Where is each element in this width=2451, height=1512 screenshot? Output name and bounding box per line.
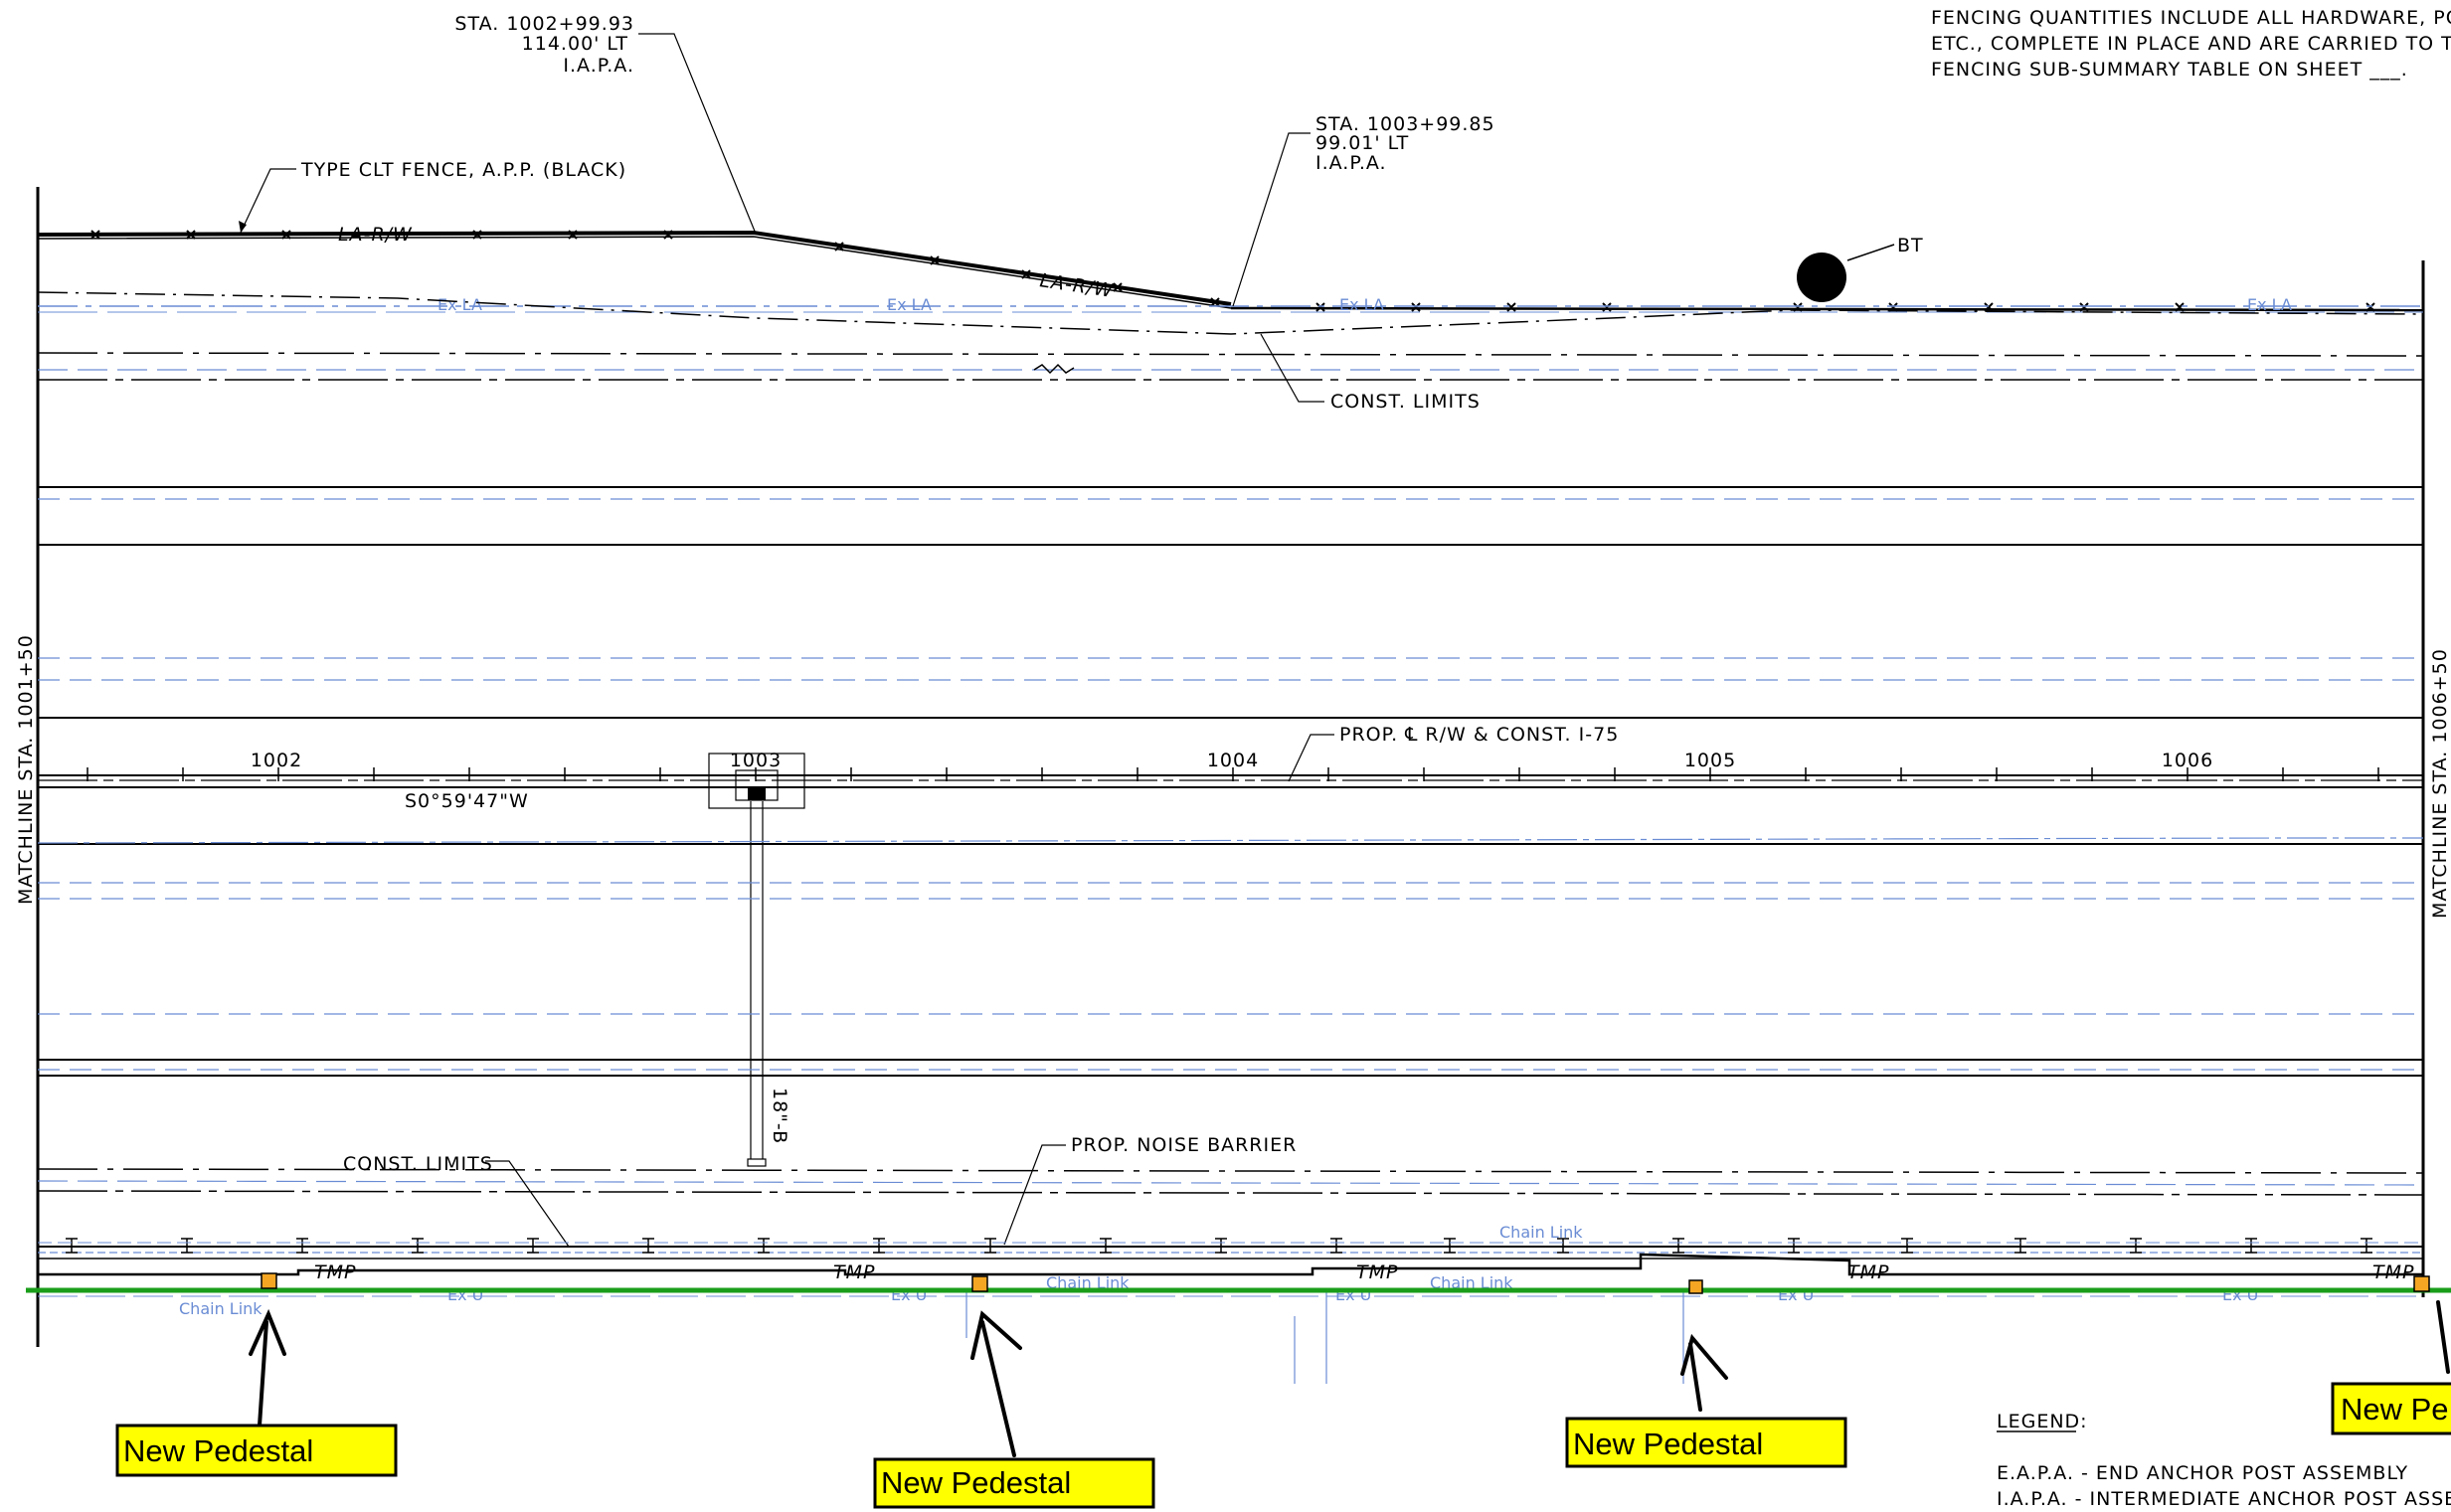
ex-la-label-2: Ex LA [887, 295, 932, 314]
pedestal-marker-1 [261, 1272, 277, 1289]
const-limit-line-bottom [37, 1168, 2424, 1174]
tmp-line: TMP TMP TMP TMP TMP [38, 1253, 2423, 1283]
station-callout-2: STA. 1003+99.85 99.01' LT I.A.P.A. [1232, 113, 1495, 307]
const-limit-line-top [37, 352, 2424, 357]
tmp-label-3: TMP [1356, 1261, 1398, 1283]
callout-box-1-label: New Pedestal [123, 1433, 313, 1468]
station-1006: 1006 [2162, 750, 2213, 771]
pipe-18in: 18"-B [708, 753, 805, 1167]
callout-box-4: New Pe [2331, 1382, 2451, 1435]
bt-label: BT [1897, 235, 1924, 256]
tmp-label-1: TMP [314, 1261, 356, 1283]
fence-post-marks [90, 230, 1220, 307]
break-symbol [1033, 363, 1075, 375]
station-1005: 1005 [1684, 750, 1736, 771]
pipe-label: 18"-B [769, 1088, 790, 1144]
legend-title: LEGEND: [1997, 1411, 2088, 1432]
const-limits-top-label: CONST. LIMITS [1330, 391, 1481, 413]
general-notes: FENCING QUANTITIES INCLUDE ALL HARDWARE,… [1931, 7, 2451, 81]
station-1004: 1004 [1207, 750, 1259, 771]
centerline-label: PROP. ℄ R/W & CONST. I-75 [1339, 724, 1619, 746]
callout-box-2: New Pedestal [873, 1457, 1155, 1509]
chain-link-label-1: Chain Link [179, 1299, 263, 1318]
callout1-line3: I.A.P.A. [563, 55, 634, 77]
ex-la-label-1: Ex LA [438, 295, 482, 314]
const-limits-bottom-label: CONST. LIMITS [343, 1153, 493, 1175]
property-line [37, 291, 2424, 335]
callout-box-2-label: New Pedestal [881, 1465, 1071, 1500]
note-line-3: FENCING SUB-SUMMARY TABLE ON SHEET ___. [1931, 59, 2408, 81]
callout-box-4-label: New Pe [2341, 1392, 2449, 1427]
matchline-right-label: MATCHLINE STA. 1006+50 [2429, 648, 2451, 919]
bearing-label: S0°59'47"W [405, 790, 529, 812]
ex-la-label-3: Ex LA [1339, 295, 1384, 314]
callout2-line1: STA. 1003+99.85 [1315, 113, 1495, 135]
note-line-2: ETC., COMPLETE IN PLACE AND ARE CARRIED … [1931, 33, 2451, 55]
fence-type-label: TYPE CLT FENCE, A.P.P. (BLACK) [300, 159, 626, 181]
callout-box-3: New Pedestal [1565, 1417, 1847, 1468]
la-rw-label-1: LA-R/W [338, 224, 413, 246]
callout2-line3: I.A.P.A. [1315, 152, 1387, 174]
pedestal-marker-3 [1688, 1279, 1703, 1294]
centerline: 1002 1003 1004 1005 1006 S0°59'47"W [38, 750, 2423, 812]
matchline-left-label: MATCHLINE STA. 1001+50 [15, 634, 37, 905]
chain-link-label-2: Chain Link [1046, 1273, 1130, 1292]
pedestal-marker-4 [2413, 1275, 2430, 1292]
callout1-line2: 114.00' LT [522, 33, 628, 55]
legend: LEGEND: E.A.P.A. - END ANCHOR POST ASSEM… [1997, 1411, 2451, 1510]
noise-barrier-label: PROP. NOISE BARRIER [1071, 1134, 1297, 1156]
pedestal-arrows [249, 1300, 2450, 1457]
ex-la-label-4: Ex LA [2247, 295, 2292, 314]
note-line-1: FENCING QUANTITIES INCLUDE ALL HARDWARE,… [1931, 7, 2451, 29]
bt-marker [1797, 252, 1846, 302]
callout1-line1: STA. 1002+99.93 [454, 13, 634, 35]
chain-link-label-3: Chain Link [1430, 1273, 1513, 1292]
chain-link-label-4: Chain Link [1499, 1223, 1583, 1242]
callout-box-3-label: New Pedestal [1573, 1427, 1763, 1461]
callout-box-1: New Pedestal [115, 1424, 398, 1477]
station-1003: 1003 [730, 750, 782, 771]
noise-barrier [38, 1238, 2423, 1260]
legend-entry-1: E.A.P.A. - END ANCHOR POST ASSEMBLY [1997, 1462, 2408, 1484]
fence-line: LA-R/W LA-R/W [37, 224, 2424, 312]
tmp-label-5: TMP [2372, 1261, 2414, 1283]
callout2-line2: 99.01' LT [1315, 132, 1409, 154]
tmp-label-2: TMP [833, 1261, 875, 1283]
legend-entry-2: I.A.P.A. - INTERMEDIATE ANCHOR POST ASSE… [1997, 1488, 2451, 1510]
tmp-label-4: TMP [1847, 1261, 1889, 1283]
pedestal-marker-2 [971, 1275, 988, 1292]
station-1002: 1002 [251, 750, 302, 771]
station-callout-1: STA. 1002+99.93 114.00' LT I.A.P.A. [454, 13, 757, 235]
la-rw-label-2: LA-R/W [1038, 269, 1115, 302]
